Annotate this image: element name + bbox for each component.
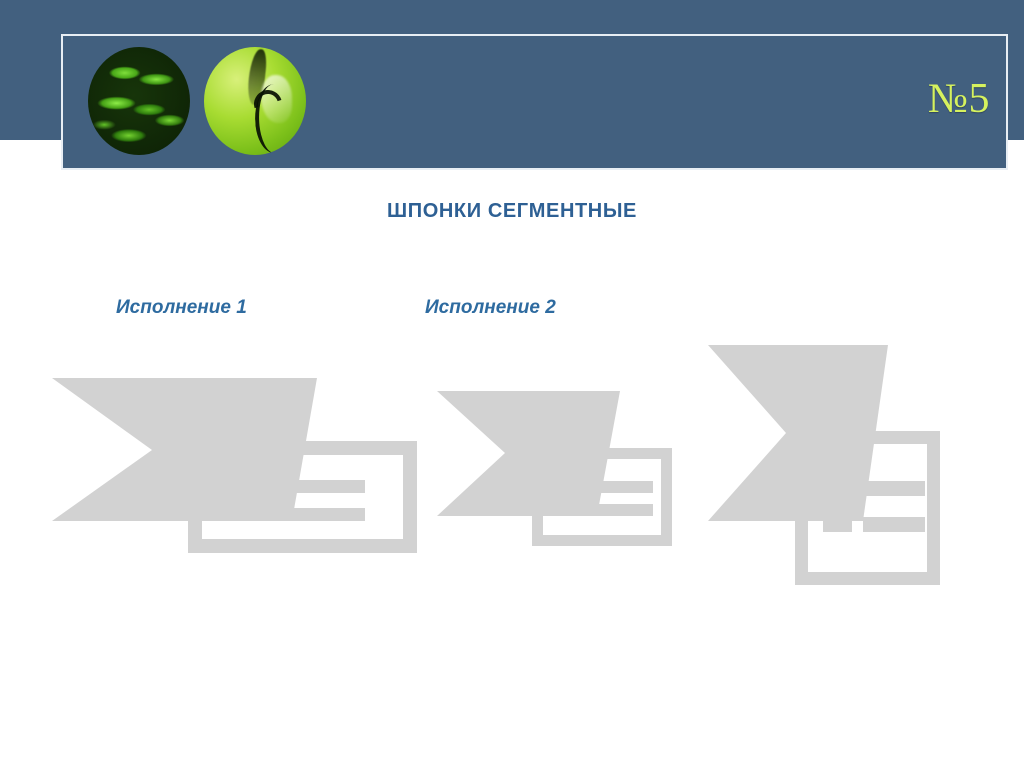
variant-label-1: Исполнение 1 [116, 297, 247, 318]
variant-label-2: Исполнение 2 [425, 297, 556, 318]
page-title: ШПОНКИ СЕГМЕНТНЫЕ [387, 200, 637, 222]
placeholder-line-2 [823, 517, 925, 532]
fern-photo-icon [88, 47, 190, 155]
image-placeholder-2 [437, 391, 672, 546]
placeholder-bar-long [863, 481, 925, 496]
document-frame-icon [795, 431, 940, 585]
image-placeholder-1 [52, 378, 417, 553]
document-frame-icon [188, 441, 417, 553]
placeholder-bar-short [224, 508, 260, 521]
header-photo-group [88, 42, 338, 160]
placeholder-bar-long [595, 504, 653, 516]
puzzle-sphere-photo-icon [204, 47, 306, 155]
placeholder-line-2 [224, 508, 365, 521]
placeholder-bar-short [560, 504, 586, 516]
placeholder-bar-long [863, 517, 925, 532]
placeholder-bar-long [271, 508, 365, 521]
placeholder-line-1 [224, 480, 365, 493]
placeholder-bar-short [823, 481, 852, 496]
placeholder-line-1 [823, 481, 925, 496]
placeholder-bar-long [271, 480, 365, 493]
placeholder-bar-long [595, 481, 653, 493]
image-placeholder-3 [708, 345, 940, 585]
slide-number: №5 [927, 76, 990, 122]
placeholder-line-2 [560, 504, 653, 516]
document-frame-icon [532, 448, 672, 546]
placeholder-bar-short [224, 480, 260, 493]
placeholder-line-1 [560, 481, 653, 493]
puzzle-highlight [261, 75, 292, 123]
placeholder-bar-short [823, 517, 852, 532]
puzzle-knob-icon [249, 85, 287, 124]
placeholder-bar-short [560, 481, 586, 493]
